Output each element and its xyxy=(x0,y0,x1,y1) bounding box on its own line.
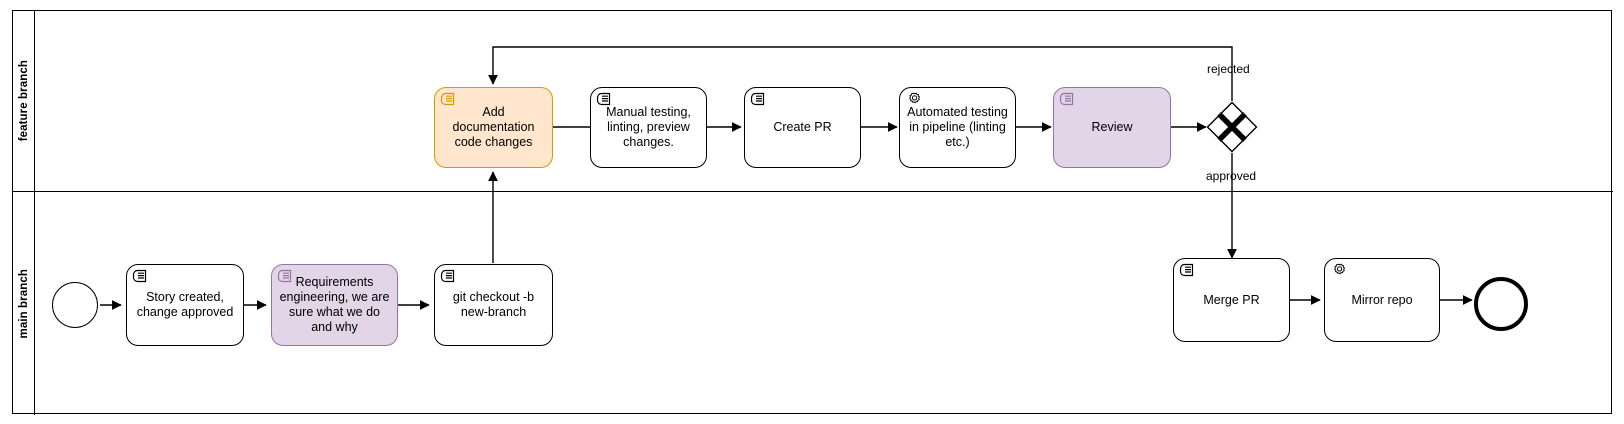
task-label: git checkout -b new-branch xyxy=(452,290,535,319)
manual-task-hand-icon xyxy=(596,92,613,107)
manual-task-hand-icon xyxy=(440,269,457,284)
task-label: Add documentation code changes xyxy=(452,105,535,149)
task-label: Mirror repo xyxy=(1351,292,1413,307)
task-label: Create PR xyxy=(773,120,832,134)
manual-task-hand-icon xyxy=(1179,263,1196,278)
lane-label-main-branch: main branch xyxy=(17,268,30,339)
lane-label-feature-branch: feature branch xyxy=(17,60,30,142)
task-review[interactable]: Review xyxy=(1053,87,1171,168)
gear-icon xyxy=(905,92,922,107)
exclusive-gateway-review-outcome[interactable] xyxy=(1206,101,1258,153)
manual-task-hand-icon xyxy=(132,269,149,284)
task-label: Story created, change approved xyxy=(136,290,234,319)
process-pool: feature branch main branch xyxy=(12,10,1613,415)
task-label: Requirements engineering, we are sure wh… xyxy=(279,275,390,334)
task-story-created[interactable]: Story created, change approved xyxy=(126,264,244,346)
manual-task-hand-icon xyxy=(1059,92,1076,107)
lane-feature-branch: feature branch xyxy=(13,11,1613,191)
gear-icon xyxy=(1330,263,1347,278)
edge-label-approved: approved xyxy=(1206,169,1257,183)
task-label: Automated testing in pipeline (linting e… xyxy=(907,105,1008,149)
manual-task-hand-icon xyxy=(277,269,294,284)
lane-main-branch: main branch xyxy=(13,191,1613,415)
task-manual-testing[interactable]: Manual testing, linting, preview changes… xyxy=(590,87,707,168)
end-event[interactable] xyxy=(1474,277,1528,331)
task-add-documentation[interactable]: Add documentation code changes xyxy=(434,87,553,168)
manual-task-hand-icon xyxy=(440,92,457,107)
edge-label-rejected: rejected xyxy=(1207,62,1250,76)
task-label: Merge PR xyxy=(1203,292,1260,307)
lane-header-main-branch: main branch xyxy=(13,192,35,415)
task-create-pr[interactable]: Create PR xyxy=(744,87,861,168)
task-label: Manual testing, linting, preview changes… xyxy=(606,105,691,149)
start-event[interactable] xyxy=(52,282,98,328)
task-merge-pr[interactable]: Merge PR xyxy=(1173,258,1290,342)
task-automated-testing[interactable]: Automated testing in pipeline (linting e… xyxy=(899,87,1016,168)
task-git-checkout[interactable]: git checkout -b new-branch xyxy=(434,264,553,346)
manual-task-hand-icon xyxy=(750,92,767,107)
lane-header-feature-branch: feature branch xyxy=(13,11,35,191)
task-mirror-repo[interactable]: Mirror repo xyxy=(1324,258,1440,342)
task-requirements-engineering[interactable]: Requirements engineering, we are sure wh… xyxy=(271,264,398,346)
task-label: Review xyxy=(1091,120,1133,134)
